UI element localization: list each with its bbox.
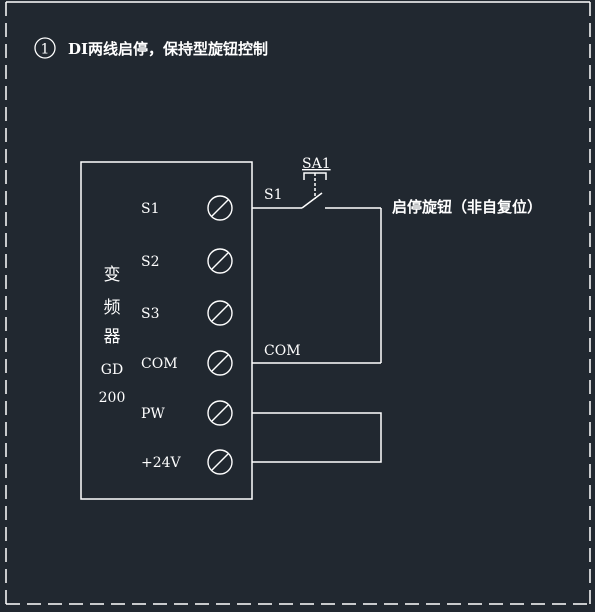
title-number-circle [34,37,56,59]
switch-blade [301,192,323,209]
jumper-pw-24v [252,412,382,463]
terminal-screw-slot [211,252,229,270]
terminal-label: S1 [141,201,160,217]
frame [5,1,591,605]
terminal-label: S2 [141,254,160,270]
terminal-label: S3 [141,306,160,322]
terminal-screw-slot [211,199,229,217]
terminal-label: COM [141,356,178,372]
terminal-screw [207,400,233,426]
terminal-screw-slot [211,354,229,372]
inverter-name-line: 频 [104,298,121,318]
switch-description: 启停旋钮（非自复位） [392,198,542,216]
wire-label-com: COM [264,343,301,359]
inverter-name: 变频器 GD 200 [99,265,126,406]
terminal-screw [207,300,233,326]
inverter-name-line: 器 [104,327,121,347]
terminal-screw [207,248,233,274]
inverter-name-line: GD [101,362,123,378]
terminal-screw [207,350,233,376]
title: 1 DI两线启停，保持型旋钮控制 [34,37,268,59]
terminal-screw-slot [211,304,229,322]
wiring [252,172,382,463]
terminal-screw [207,195,233,221]
wire-label-s1: S1 [264,187,283,203]
terminal-label: PW [141,406,165,422]
terminal-screw [207,449,233,475]
title-text: DI两线启停，保持型旋钮控制 [68,40,268,58]
terminal-label: +24V [141,455,182,471]
inverter-name-line: 200 [99,390,126,406]
title-number: 1 [41,42,50,58]
switch-name: SA1 [302,156,331,172]
terminal-screw-slot [211,404,229,422]
inverter-box [80,161,253,500]
inverter-name-line: 变 [104,265,121,285]
terminal-screw-slot [211,453,229,471]
